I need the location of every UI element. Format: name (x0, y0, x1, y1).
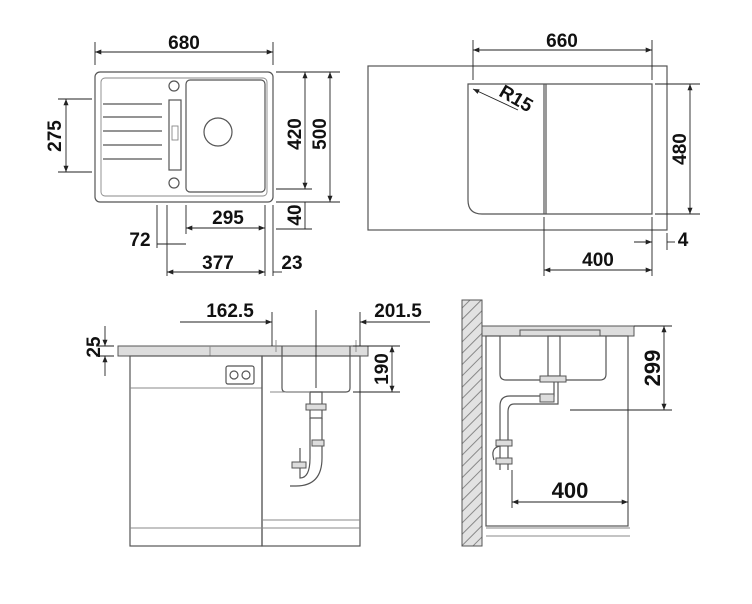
top-view-cutout: R15 660 480 400 4 (367, 31, 700, 276)
side-section-view: 299 400 (461, 299, 672, 547)
dim-40: 40 (285, 204, 306, 225)
dim-480: 480 (670, 133, 691, 165)
dim-680: 680 (168, 33, 200, 54)
dim-660: 660 (546, 31, 578, 52)
dim-420: 420 (285, 118, 306, 150)
dim-4: 4 (678, 230, 689, 251)
dim-275: 275 (45, 120, 66, 152)
dim-377: 377 (202, 253, 234, 274)
dim-400-top: 400 (582, 250, 614, 271)
dim-r15: R15 (495, 81, 536, 117)
dim-72: 72 (129, 230, 150, 251)
dim-25: 25 (84, 336, 105, 358)
dim-162-5: 162.5 (206, 301, 254, 322)
dim-295: 295 (212, 208, 244, 229)
dim-400-side: 400 (552, 478, 589, 503)
dim-299: 299 (640, 350, 665, 387)
front-section-view: 162.5 201.5 25 190 (84, 301, 430, 547)
dim-500: 500 (310, 118, 331, 150)
dim-23: 23 (281, 253, 302, 274)
dim-190: 190 (372, 353, 393, 385)
dim-201-5: 201.5 (374, 301, 422, 322)
top-view-sink: 680 275 420 500 40 295 72 377 23 (45, 33, 340, 276)
